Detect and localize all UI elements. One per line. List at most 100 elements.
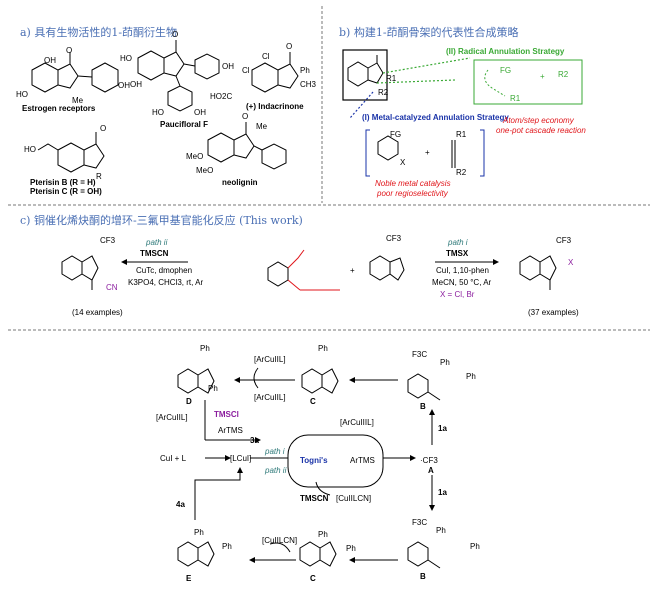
atom-economy-label: Atom/step economy [503,116,574,125]
cf3-radical: ·CF3 [420,456,438,465]
atom-ho-1: HO [16,90,28,99]
core-r2: R2 [378,88,389,97]
ph-b-bottom-2: Ph [470,542,480,551]
atom-cl-2: Cl [242,66,250,75]
artms-cycle: ArTMS [350,456,375,465]
tmscl-label: TMSCl [214,410,239,419]
ph-e-2: Ph [222,542,232,551]
cond-i-3: X = Cl, Br [440,290,475,299]
pterosin-b-label: Pterisin B (R = H) [30,178,96,187]
label-1a-top: 1a [438,424,447,433]
label-1a-bottom: 1a [438,488,447,497]
path-ii-label: path ii [146,238,168,247]
label-a: A [428,466,434,475]
metal-x-label: X [400,158,406,167]
paucifloral-structure [137,40,220,112]
metal-link [349,91,374,119]
cond-i-1: CuI, 1,10-phen [436,266,489,275]
arcu-top: [ArCuIIL] [254,355,286,364]
arcu-top-2: [ArCuIIL] [254,393,286,402]
examples-37: (37 examples) [528,308,579,317]
togni-cf3: CF3 [386,234,402,243]
lcu-label: [LCuI] [230,454,252,463]
intermediate-e [177,541,215,567]
radical-link [382,57,471,74]
radical-fg-label: FG [500,66,512,75]
label-b-top: B [420,402,426,411]
atom-r-1: R [96,172,102,181]
intermediate-c-top [301,368,339,394]
intermediate-b-bottom [407,541,441,569]
ph-b-bottom: Ph [436,526,446,535]
cu-plus-l: CuI + L [160,454,187,463]
product-x-group: X [568,258,574,267]
atom-ho-3: HO [152,108,164,117]
radical-strategy-label: (II) Radical Annulation Strategy [446,47,565,56]
cond-ii-2: K3PO4, CHCl3, rt, Ar [128,278,204,287]
ph-e: Ph [194,528,204,537]
atom-meo-2: MeO [196,166,214,175]
atom-o-3: O [286,42,293,51]
togni-structure [369,255,405,281]
ph-b: Ph [440,358,450,367]
intermediate-d [177,368,215,394]
label-d: D [186,397,192,406]
plus-sign: + [350,266,355,275]
atom-ho-2: HO [120,54,132,63]
artms-label: ArTMS [218,426,243,435]
atom-meo-1: MeO [186,152,204,161]
label-4a: 4a [176,500,185,509]
atom-ho-4: HO [24,145,36,154]
pterosin-c-label: Pterisin C (R = OH) [30,187,102,196]
ph-c-bottom: Ph [318,530,328,539]
arcu3-label: [ArCuIIIL] [340,418,374,427]
ph-d-2: Ph [208,384,218,393]
culcn-cycle: [CuIILCN] [336,494,372,503]
culcn-bottom: [CuIILCN] [262,536,298,545]
panel-a-title: a) 具有生物活性的1-茚酮衍生物 [20,26,178,39]
atom-oh-1: OH [44,56,56,65]
mech-path-i: path i [265,447,285,456]
catalytic-cycle [287,434,384,488]
tmscn-mech: TMSCN [300,494,329,503]
radical-plus: + [540,72,545,81]
f3c-b-bottom: F3C [412,518,428,527]
metal-r1: R1 [456,130,467,139]
cond-ii-1: CuTc, dmophen [136,266,193,275]
product-cn-structure [61,255,99,290]
poor-label: poor regioselectivity [377,189,448,198]
metal-bracket-left [365,129,370,177]
arcu-left: [ArCuIIL] [156,413,188,422]
radical-r1: R1 [510,94,521,103]
noble-label: Noble metal catalysis [375,179,451,188]
atom-cl-1: Cl [262,52,270,61]
atom-ho2c-1: HO2C [210,92,233,101]
panel-c-title: c) 铜催化烯炔酮的增环-三氟甲基官能化反应 (This work) [20,214,303,227]
ph-b-2: Ph [466,372,476,381]
product-x-structure [519,255,557,290]
f3c-b: F3C [412,350,428,359]
atom-ch3-1: CH3 [300,80,317,89]
tmscn-reagent: TMSCN [140,249,169,258]
radical-link-2 [376,79,456,84]
togni-label: Togni's [300,456,328,465]
atom-o-1: O [66,46,73,55]
atom-oh-5: OH [194,108,206,117]
ph-d: Ph [200,344,210,353]
enynone-structure [267,249,340,291]
atom-o-4: O [100,124,107,133]
estrogen-label: Estrogen receptors [22,104,96,113]
metal-bracket-right [480,129,485,177]
atom-o-2: O [172,30,179,39]
atom-me-2: Me [256,122,268,131]
path-i-label: path i [448,238,468,247]
estrogen-structure [31,52,119,93]
product-cn-group: CN [106,283,118,292]
paucifloral-label: Paucifloral F [160,120,209,129]
indacrinone-structure [251,52,299,93]
product-x-cf3: CF3 [556,236,572,245]
core-r1: R1 [386,74,397,83]
atom-me-1: Me [72,96,84,105]
cond-i-2: MeCN, 50 °C, Ar [432,278,492,287]
